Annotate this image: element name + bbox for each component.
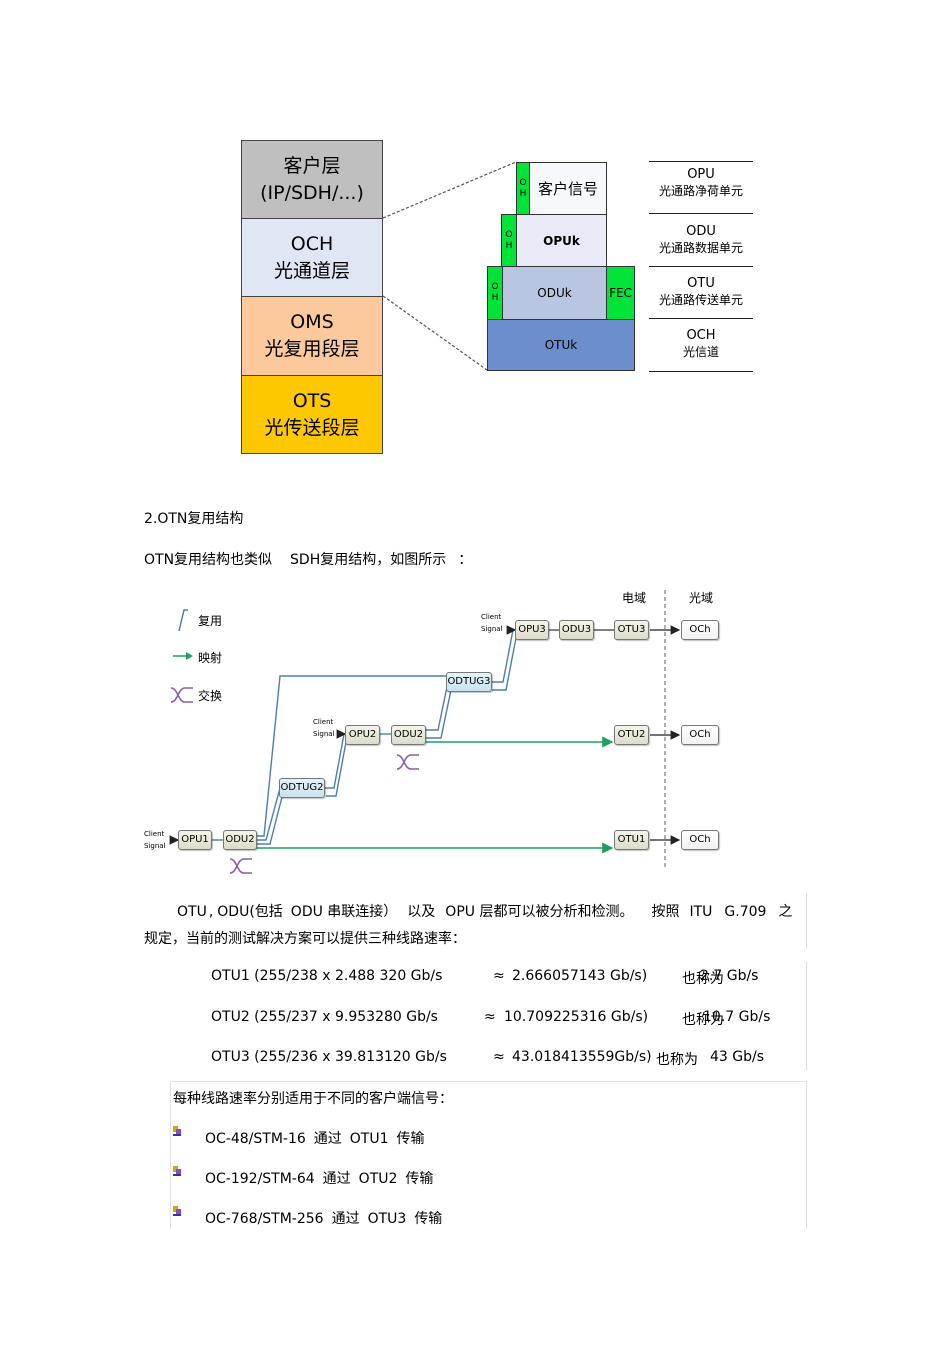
cross-connect-legend-icon [170, 687, 193, 703]
expansion-lines [382, 161, 517, 371]
rate-otu1-alias-label: 也称为 [682, 971, 724, 987]
rate-otu2-formula: OTU2 (255/237 x 9.953280 Gb/s [211, 1009, 438, 1025]
layer-oms-abbr: OMS [290, 311, 334, 333]
client-signal-box: 客户信号 [529, 162, 607, 215]
rate-otu3-value: 43.018413559Gb/s) [512, 1049, 652, 1065]
multiplex-legend-icon [178, 609, 188, 632]
rate-otu3-formula: OTU3 (255/236 x 39.813120 Gb/s [211, 1049, 447, 1065]
rate-otu1-value: 2.666057143 Gb/s) [512, 968, 648, 984]
node-och-2: OCh [681, 725, 719, 745]
layer-oms-name: 光复用段层 [264, 338, 360, 360]
layer-oms: OMS 光复用段层 [241, 296, 383, 376]
node-opu3: OPU3 [515, 620, 549, 640]
layer-client: 客户层 (IP/SDH/...) [241, 140, 383, 219]
section-heading: 2.OTN复用结构 [144, 511, 244, 527]
layer-ots-name: 光传送段层 [264, 416, 360, 439]
client-box-right-border [806, 1081, 807, 1229]
rate-otu1-approx: ≈ [493, 968, 505, 984]
bullet-icon [173, 1166, 181, 1176]
multiplex-legend-label: 复用 [198, 614, 223, 628]
layer-och-abbr: OCH [290, 232, 334, 255]
node-odtug3: ODTUG3 [446, 672, 492, 692]
node-otu2: OTU2 [614, 725, 649, 745]
layer-och: OCH 光通道层 [241, 218, 383, 297]
client-intro: 每种线路速率分别适用于不同的客户端信号： [173, 1091, 453, 1107]
mux-lines [169, 590, 681, 868]
cross-connect-icon-odu2-mid [396, 754, 419, 770]
optical-domain-label: 光域 [689, 591, 714, 605]
rate-otu3-approx: ≈ [493, 1049, 505, 1065]
rate-otu2-alias-label: 也称为 [682, 1012, 724, 1028]
oduk-box: ODUk [502, 266, 607, 320]
rate-otu1-alias-value: 2.7 Gb/s [700, 968, 759, 984]
node-odu2-mid: ODU2 [391, 725, 426, 745]
bullet-icon [173, 1126, 181, 1136]
rate-otu3-alias-label: 也称为 [656, 1052, 698, 1068]
otuk-box: OTUk [487, 319, 635, 371]
paragraph-box-border [806, 893, 807, 949]
mapping-legend-icon [173, 652, 193, 660]
opuk-box: OPUk [516, 214, 607, 267]
layer-ots: OTS 光传送段层 [241, 375, 383, 454]
cross-connect-legend-label: 交换 [198, 689, 223, 703]
node-och-3: OCh [681, 830, 719, 850]
frame-legend-top-line [649, 161, 753, 162]
rate-otu2-value: 10.709225316 Gb/s) [504, 1009, 649, 1025]
client-box-left-border [170, 1081, 171, 1229]
node-otu3: OTU3 [614, 620, 649, 640]
rate-otu1-formula: OTU1 (255/238 x 2.488 320 Gb/s [211, 968, 443, 984]
layer-och-name: 光通道层 [273, 259, 350, 282]
layer-client-examples: (IP/SDH/...) [260, 181, 364, 204]
node-odtug2: ODTUG2 [279, 778, 325, 798]
mapping-legend-label: 映射 [198, 651, 223, 665]
electrical-domain-label: 电域 [622, 591, 647, 605]
layer-ots-abbr: OTS [292, 389, 332, 412]
rate-otu3-alias-value: 43 Gb/s [710, 1049, 765, 1065]
rate-otu2-approx: ≈ [484, 1009, 496, 1025]
layer-client-name: 客户层 [283, 154, 341, 177]
node-opu2: OPU2 [345, 725, 380, 745]
rates-box-border [806, 962, 807, 1070]
bullet-icon [173, 1206, 181, 1216]
rate-otu2-alias-value: 10.7 Gb/s [703, 1009, 771, 1025]
node-och-1: OCh [681, 620, 719, 640]
cross-connect-icon-odu2-bottom [229, 858, 252, 874]
node-odu3: ODU3 [559, 620, 594, 640]
paragraph1-line2: 规定，当前的测试解决方案可以提供三种线路速率： [144, 931, 466, 947]
node-opu1: OPU1 [178, 830, 212, 850]
node-otu1: OTU1 [614, 830, 649, 850]
client-box-top-border [170, 1081, 806, 1082]
node-odu2-bottom: ODU2 [223, 830, 257, 850]
